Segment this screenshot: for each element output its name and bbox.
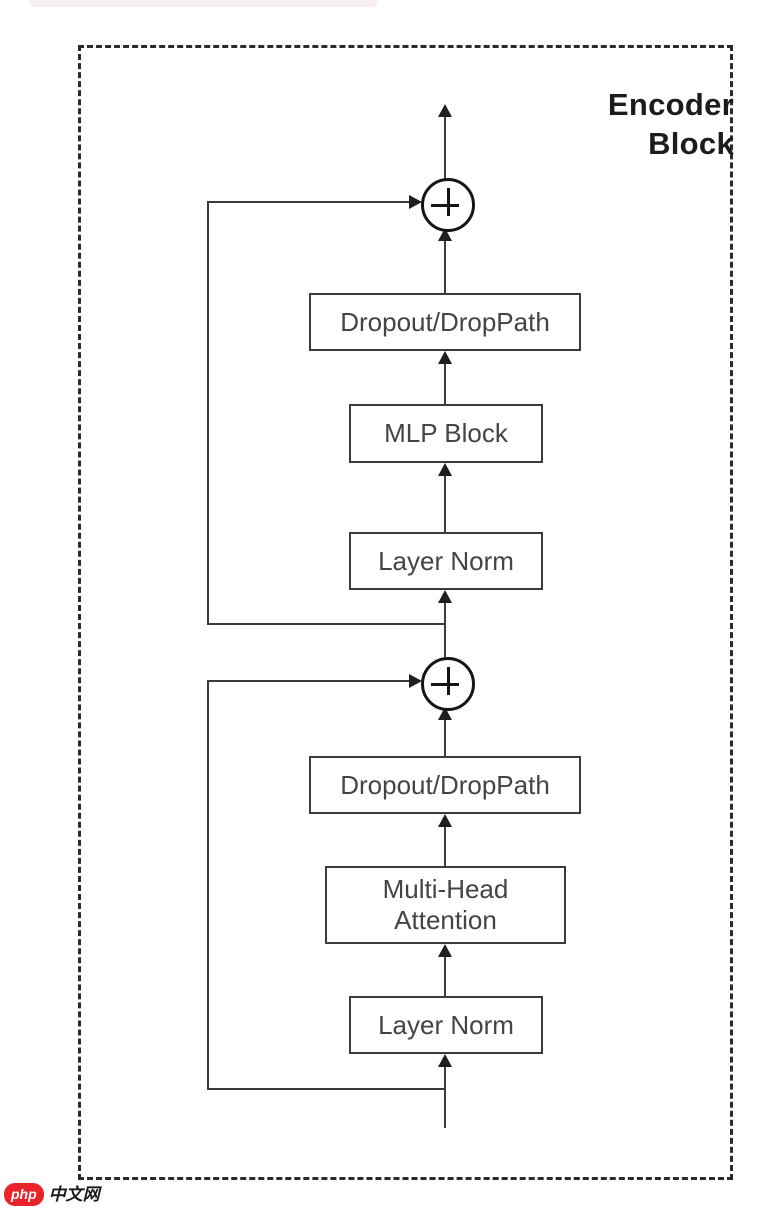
node-mlp-layer-norm[interactable]: Layer Norm	[349, 532, 543, 590]
node-attn-dropout-label: Dropout/DropPath	[340, 769, 550, 800]
watermark-badge: php	[4, 1183, 44, 1206]
skip-bottom-inflow-horizontal	[207, 680, 411, 682]
arrowhead-attndropout-bottom	[438, 814, 452, 827]
edge-addbottom-to-mlpnorm	[444, 602, 446, 657]
node-attn-layer-norm[interactable]: Layer Norm	[349, 996, 543, 1054]
skip-top-inflow-horizontal	[207, 201, 411, 203]
node-multi-head-attention-label: Multi-Head Attention	[382, 874, 509, 935]
arrowhead-addtop-left	[409, 195, 422, 209]
skip-top-branch-horizontal	[207, 623, 446, 625]
edge-attention-to-attndropout	[444, 826, 446, 866]
edge-input-to-attnnorm	[444, 1066, 446, 1128]
watermark: php 中文网	[4, 1183, 100, 1206]
edge-attnnorm-to-attention	[444, 956, 446, 996]
title-line-2: Block	[648, 125, 734, 161]
top-accent-strip	[30, 0, 377, 7]
title-line-1: Encoder	[607, 87, 734, 122]
edge-mlpblock-to-mlpdropout	[444, 363, 446, 404]
node-mlp-dropout-label: Dropout/DropPath	[340, 306, 550, 337]
node-attn-layer-norm-label: Layer Norm	[378, 1009, 514, 1040]
edge-mlpnorm-to-mlpblock	[444, 475, 446, 532]
encoder-block-frame	[78, 45, 733, 1180]
edge-attndropout-to-addbottom	[444, 719, 446, 756]
node-mlp-block-label: MLP Block	[384, 418, 508, 449]
arrowhead-attnnorm-bottom	[438, 1054, 452, 1067]
node-mlp-layer-norm-label: Layer Norm	[378, 545, 514, 576]
add-node-top	[421, 178, 475, 232]
add-node-bottom	[421, 657, 475, 711]
edge-addtop-to-output	[444, 112, 446, 180]
arrowhead-mlpdropout-bottom	[438, 351, 452, 364]
node-attn-dropout[interactable]: Dropout/DropPath	[309, 756, 581, 814]
arrowhead-mlpblock-bottom	[438, 463, 452, 476]
node-mlp-dropout[interactable]: Dropout/DropPath	[309, 293, 581, 351]
skip-top-vertical	[207, 201, 209, 625]
arrowhead-output	[438, 104, 452, 117]
arrowhead-addbottom-left	[409, 674, 422, 688]
skip-bottom-branch-horizontal	[207, 1088, 446, 1090]
skip-bottom-vertical	[207, 680, 209, 1090]
arrowhead-attention-bottom	[438, 944, 452, 957]
node-mlp-block[interactable]: MLP Block	[349, 404, 543, 463]
arrowhead-mlpnorm-bottom	[438, 590, 452, 603]
page-title: Encoder Block	[474, 86, 734, 164]
watermark-text: 中文网	[48, 1185, 100, 1204]
node-multi-head-attention[interactable]: Multi-Head Attention	[325, 866, 566, 944]
edge-mlpdropout-to-addtop	[444, 240, 446, 293]
